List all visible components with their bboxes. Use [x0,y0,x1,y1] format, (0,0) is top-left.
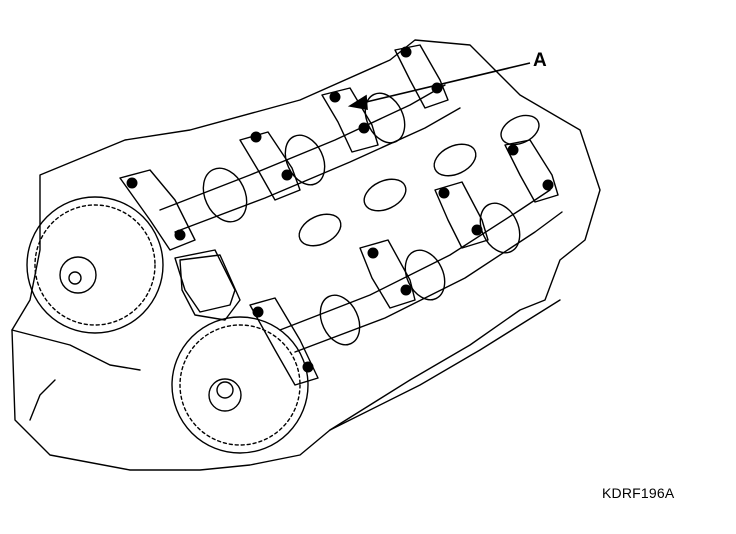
cap-bolt [174,229,186,241]
bearing-cap [321,87,379,153]
cam-sprocket [34,204,156,326]
intake-camshaft [159,84,446,211]
engine-block-edge [11,329,141,371]
cam-lobe [319,294,361,346]
spark-plug-bore [433,143,477,177]
head-gasket-line [329,299,561,431]
cam-lobe [479,202,521,254]
spark-plug-bore [298,213,342,247]
cylinder-head-outline [11,39,601,471]
cam-sprocket [26,196,164,334]
cap-bolt [438,187,450,199]
bearing-cap [394,44,449,109]
cam-sprocket [179,324,301,446]
cap-bolt [126,177,138,189]
cap-bolt [358,122,370,134]
cam-lobe [284,134,326,186]
cap-bolt [542,179,554,191]
bearing-cap [359,239,416,309]
cap-bolt [252,306,264,318]
sprocket-hub [208,378,242,412]
cap-bolt [367,247,379,259]
engine-block-edge [29,379,56,421]
sprocket-bolt [216,381,234,399]
cam-lobe [404,249,446,301]
sprocket-hub [59,256,97,294]
spark-plug-bore [500,114,540,146]
cap-bolt [250,131,262,143]
exhaust-camshaft [294,211,563,353]
mounting-bracket [179,254,241,321]
cap-bolt [507,144,519,156]
exhaust-camshaft [279,189,551,331]
cap-bolt [329,91,341,103]
cam-lobe [202,167,248,223]
bearing-cap [434,181,489,249]
bearing-cap [119,169,196,251]
cam-sprocket [171,316,309,454]
callout-arrowhead [347,94,368,110]
cap-bolt [400,46,412,58]
cap-bolt [471,224,483,236]
bearing-cap [174,249,236,313]
spark-plug-bore [363,178,407,212]
sprocket-bolt [68,271,82,285]
cap-bolt [281,169,293,181]
cap-bolt [302,361,314,373]
bearing-cap [239,131,301,201]
intake-camshaft [174,107,461,233]
figure-code: KDRF196A [602,485,675,501]
cap-bolt [400,284,412,296]
callout-leader-line [361,62,531,104]
bearing-cap [249,297,319,386]
callout-label-a: A [533,50,547,71]
